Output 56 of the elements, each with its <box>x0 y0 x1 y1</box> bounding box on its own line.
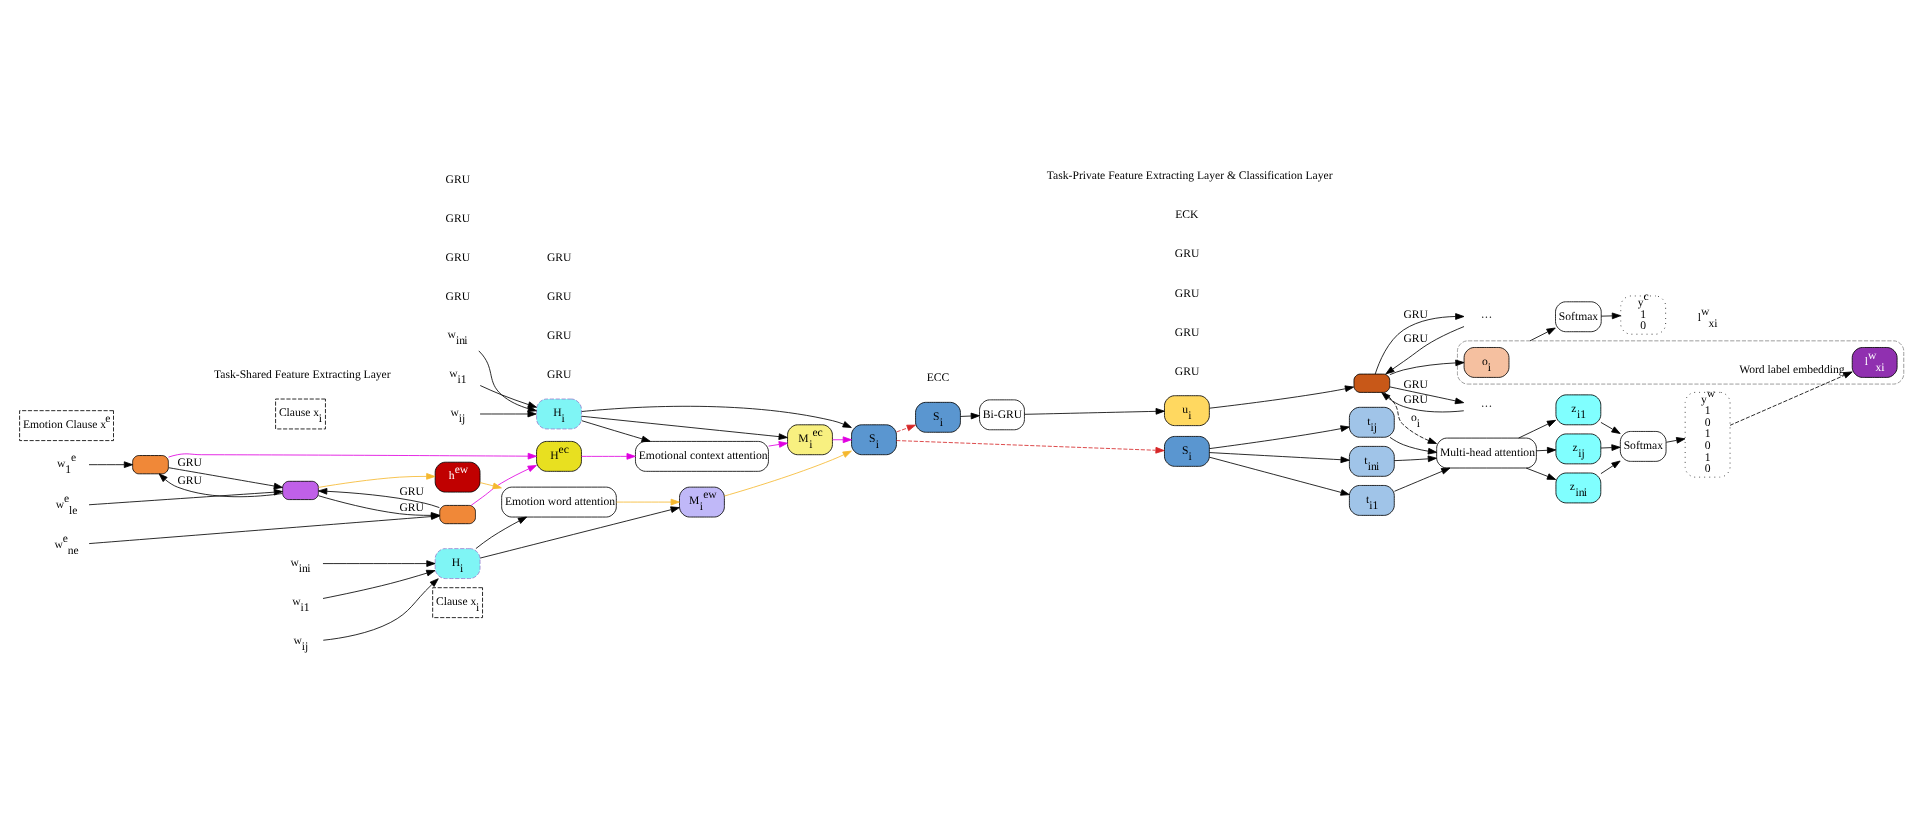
arrow <box>1665 437 1686 444</box>
arrow <box>1385 326 1465 375</box>
arrow <box>1389 436 1438 455</box>
arrow <box>1209 425 1350 449</box>
arrow <box>168 452 537 460</box>
arrow <box>1600 460 1621 475</box>
arrow <box>479 385 537 408</box>
arrow <box>581 453 636 460</box>
arrow <box>1525 467 1557 480</box>
arrow <box>1393 455 1437 463</box>
arrow <box>478 350 537 412</box>
arrow <box>581 420 651 443</box>
arrow <box>896 440 1165 454</box>
arrow <box>479 506 680 559</box>
arrow <box>475 516 528 549</box>
arrow <box>768 441 788 448</box>
arrow <box>1374 313 1465 375</box>
arrow <box>1209 456 1350 496</box>
arrow <box>1600 422 1621 434</box>
node-box <box>1353 373 1391 393</box>
arrow <box>322 560 436 567</box>
arrow <box>322 569 436 599</box>
arrow <box>1209 385 1355 409</box>
arrow <box>158 473 283 498</box>
arrow <box>1384 392 1437 444</box>
arrow <box>1389 359 1465 376</box>
arrow <box>1518 419 1557 439</box>
arrow <box>1600 312 1622 320</box>
arrow <box>581 415 788 440</box>
arrow <box>479 410 537 418</box>
arrow <box>470 464 537 506</box>
arrow <box>88 488 283 506</box>
arrow <box>479 482 502 490</box>
arrow <box>724 450 852 497</box>
arrow <box>322 578 439 641</box>
arrow <box>896 424 916 433</box>
arrow <box>616 498 680 506</box>
node-box <box>439 505 476 525</box>
arrow <box>168 467 283 490</box>
node-box <box>132 455 169 475</box>
arrow <box>1394 467 1451 492</box>
arrow <box>1389 386 1465 405</box>
arrow <box>581 405 852 428</box>
arrow <box>1729 371 1853 426</box>
arrow <box>1024 408 1165 415</box>
arrow <box>1536 446 1557 454</box>
node-box <box>282 480 319 500</box>
arrow <box>88 461 133 468</box>
arrow <box>1381 392 1465 413</box>
arrow <box>960 412 980 420</box>
arrow <box>318 473 436 488</box>
arrow <box>1209 452 1350 464</box>
arrow <box>318 488 440 508</box>
arrow <box>1600 444 1621 451</box>
arrow <box>832 436 852 444</box>
arrow <box>1529 327 1556 342</box>
